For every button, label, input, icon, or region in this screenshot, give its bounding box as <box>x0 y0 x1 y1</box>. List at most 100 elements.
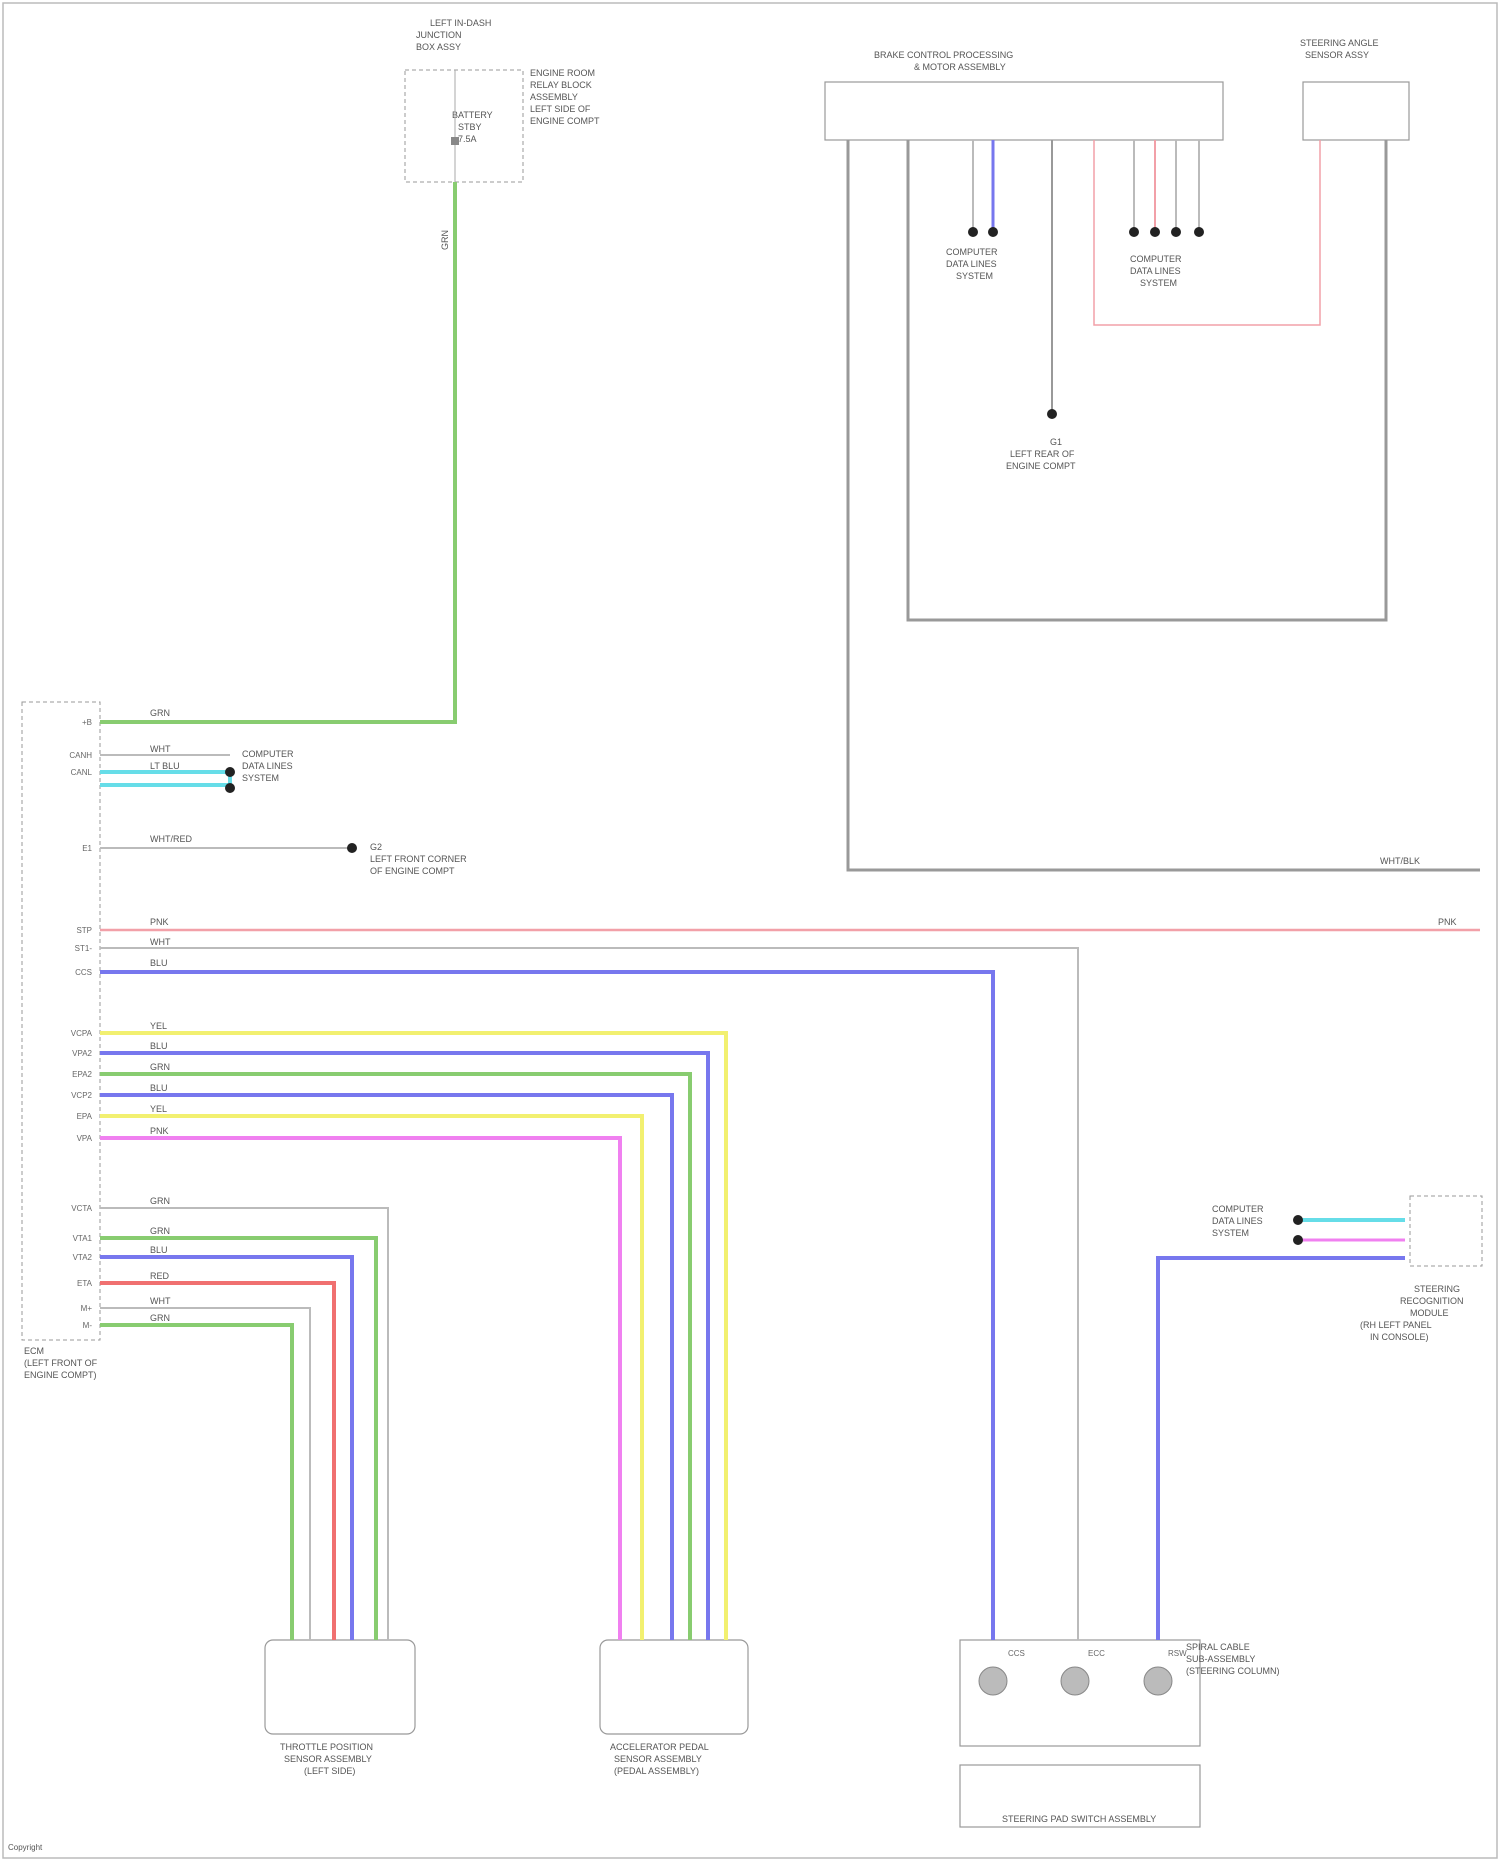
g1-label-2: ENGINE COMPT <box>1006 461 1076 471</box>
wire-label-throttle-1: GRN <box>150 1226 170 1236</box>
brake-control-module: BRAKE CONTROL PROCESSING & MOTOR ASSEMBL… <box>825 50 1223 140</box>
network-ref-ecm: COMPUTER DATA LINES SYSTEM <box>242 749 294 783</box>
wire-top-loop <box>908 140 1386 620</box>
body-label-0: STEERING <box>1414 1284 1460 1294</box>
g2-label-1: LEFT FRONT CORNER <box>370 854 467 864</box>
wire-label-accel-3: BLU <box>150 1083 168 1093</box>
ecm-pin-label: M- <box>83 1321 93 1330</box>
accel-label-0: ACCELERATOR PEDAL <box>610 1742 709 1752</box>
splice-dot <box>1129 227 1139 237</box>
net-ecm-1: DATA LINES <box>242 761 293 771</box>
ecm-outline <box>22 702 100 1340</box>
g2-label-0: G2 <box>370 842 382 852</box>
fuse-block-label-1: JUNCTION <box>416 30 462 40</box>
throttle-label-1: SENSOR ASSEMBLY <box>284 1754 372 1764</box>
top-module-outline <box>825 82 1223 140</box>
wire-accel-3 <box>100 1095 672 1640</box>
network-ref-top-right: COMPUTER DATA LINES SYSTEM <box>1130 254 1182 288</box>
fuse-block-label-3: ENGINE ROOM <box>530 68 595 78</box>
net-top-right-0: COMPUTER <box>1130 254 1182 264</box>
right-module-outline <box>1303 82 1409 140</box>
splice-dot <box>1293 1215 1303 1225</box>
ecm-pin-label: CANH <box>69 751 92 760</box>
net-top-left-0: COMPUTER <box>946 247 998 257</box>
accel-label-2: (PEDAL ASSEMBLY) <box>614 1766 699 1776</box>
wire-label-grey-end: WHT/BLK <box>1380 856 1420 866</box>
wire-throttle-5 <box>100 1325 292 1640</box>
wire-label-can-l: LT BLU <box>150 761 180 771</box>
accelerator-pedal-sensor: ACCELERATOR PEDAL SENSOR ASSEMBLY (PEDAL… <box>600 1640 748 1776</box>
ecm-pin-label: VTA1 <box>73 1234 93 1243</box>
ground-g1: G1 LEFT REAR OF ENGINE COMPT <box>1006 437 1076 471</box>
fuse-block-label-0: LEFT IN-DASH <box>430 18 491 28</box>
fuse-block-label-2: BOX ASSY <box>416 42 461 52</box>
net-top-right-1: DATA LINES <box>1130 266 1181 276</box>
wire-label-pink: PNK <box>150 917 169 927</box>
network-ref-top-left: COMPUTER DATA LINES SYSTEM <box>946 247 998 281</box>
splice-dot <box>1150 227 1160 237</box>
wire-label-stop: WHT <box>150 937 171 947</box>
ecm-pin-label: ST1- <box>75 944 93 953</box>
wire-accel-2 <box>100 1074 690 1640</box>
ecm-label-1: (LEFT FRONT OF <box>24 1358 98 1368</box>
ecm-pin-label: VCPA <box>71 1029 93 1038</box>
wire-label-throttle-4: WHT <box>150 1296 171 1306</box>
ecm-pin-label: E1 <box>82 844 92 853</box>
ecm-label-0: ECM <box>24 1346 44 1356</box>
splice-dot <box>968 227 978 237</box>
ecm-pin-label: +B <box>82 718 92 727</box>
switch-contact-icon <box>979 1667 1007 1695</box>
switch-pin-1: ECC <box>1088 1649 1105 1658</box>
spiral-cable-assembly: SPIRAL CABLE SUB-ASSEMBLY (STEERING COLU… <box>960 1640 1280 1827</box>
ecm-label-2: ENGINE COMPT) <box>24 1370 97 1380</box>
wire-accel-5 <box>100 1138 620 1640</box>
accel-sensor-outline <box>600 1640 748 1734</box>
wire-label-throttle-5: GRN <box>150 1313 170 1323</box>
body-controller-outline <box>1410 1196 1482 1266</box>
wire-throttle-4 <box>100 1308 310 1640</box>
wire-throttle-3 <box>100 1283 334 1640</box>
top-module-label-1: & MOTOR ASSEMBLY <box>914 62 1006 72</box>
fuse-icon <box>451 137 459 145</box>
right-module-label-0: STEERING ANGLE <box>1300 38 1379 48</box>
right-module-label-1: SENSOR ASSY <box>1305 50 1369 60</box>
ecm-pin-label: EPA <box>77 1112 93 1121</box>
fuse-label-2: 7.5A <box>458 134 477 144</box>
splice-dot <box>225 783 235 793</box>
splice-dot <box>1194 227 1204 237</box>
splice-dot <box>988 227 998 237</box>
ecm-pin-label: STP <box>76 926 92 935</box>
wire-label-can-h: WHT <box>150 744 171 754</box>
body-label-3: (RH LEFT PANEL <box>1360 1320 1432 1330</box>
ecm-pin-label: CCS <box>75 968 92 977</box>
wire-label-ground: WHT/RED <box>150 834 192 844</box>
ecm-pin-label: CANL <box>71 768 93 777</box>
footer-text: Copyright <box>8 1843 43 1852</box>
g2-label-2: OF ENGINE COMPT <box>370 866 455 876</box>
splice-dot <box>1171 227 1181 237</box>
switch-contact-icon <box>1061 1667 1089 1695</box>
wire-throttle-2 <box>100 1257 352 1640</box>
cable-label-1: SUB-ASSEMBLY <box>1186 1654 1255 1664</box>
net-ecm-2: SYSTEM <box>242 773 279 783</box>
ecm-pin-label: VTA2 <box>73 1253 93 1262</box>
wire-label-fuse: GRN <box>440 230 450 250</box>
body-label-4: IN CONSOLE) <box>1370 1332 1429 1342</box>
wire-accel-4 <box>100 1116 642 1640</box>
fuse-block: LEFT IN-DASH JUNCTION BOX ASSY ENGINE RO… <box>405 18 600 182</box>
wire-top-pink <box>1094 140 1320 325</box>
wire-label-pink-end: PNK <box>1438 917 1457 927</box>
top-module-label-0: BRAKE CONTROL PROCESSING <box>874 50 1013 60</box>
wire-label-throttle-0: GRN <box>150 1196 170 1206</box>
ecm-pin-label: M+ <box>81 1304 93 1313</box>
ecm-pin-label: EPA2 <box>72 1070 92 1079</box>
wire-fuse-to-ecm <box>100 182 455 722</box>
wire-label-plus-b: GRN <box>150 708 170 718</box>
throttle-position-sensor: THROTTLE POSITION SENSOR ASSEMBLY (LEFT … <box>265 1640 415 1776</box>
wire-accel-1 <box>100 1053 708 1640</box>
net-right-0: COMPUTER <box>1212 1204 1264 1214</box>
net-top-right-2: SYSTEM <box>1140 278 1177 288</box>
steering-angle-module: STEERING ANGLE SENSOR ASSY <box>1300 38 1409 140</box>
